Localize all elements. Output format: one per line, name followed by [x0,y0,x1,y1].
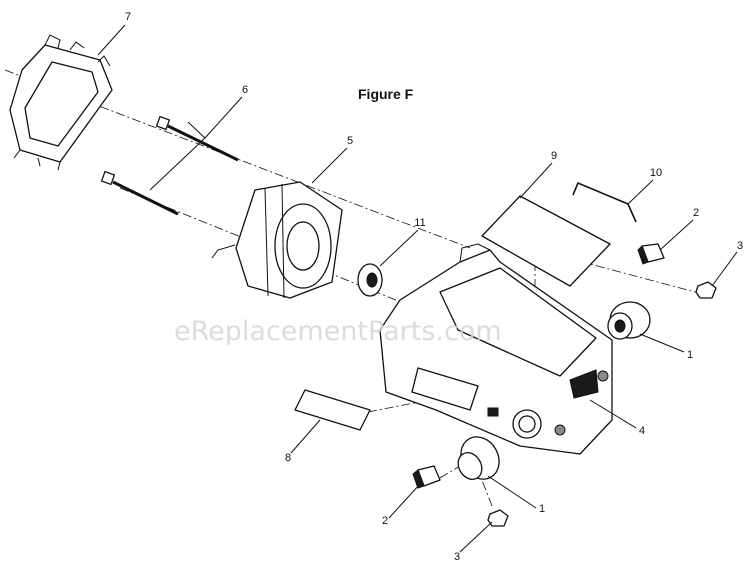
callout-1-lower: 1 [539,503,545,515]
callout-7: 7 [125,11,131,23]
callout-6: 6 [242,84,248,96]
motor-housing-part [379,243,613,455]
callout-5: 5 [347,135,353,147]
callout-labels: 7 6 5 11 9 10 2 3 1 4 8 1 2 3 [125,11,743,563]
callout-8: 8 [285,452,291,464]
callout-9: 9 [551,150,557,162]
cap-lower-part [487,509,509,527]
callout-10: 10 [650,167,662,179]
callout-3-upper: 3 [737,240,743,252]
callout-2-lower: 2 [382,515,388,527]
label-plate-part [294,389,371,431]
brush-holder-lower-part [457,436,500,480]
callout-11: 11 [414,217,425,229]
cap-upper-part [695,281,717,299]
callout-1-upper: 1 [687,349,693,361]
stator-part [211,181,343,299]
fan-baffle-part [9,34,113,171]
center-lines [4,69,711,507]
brush-holder-upper-part [607,301,651,340]
leader-lines [97,24,738,553]
plate-part [481,195,611,287]
through-bolts-part [100,115,239,216]
brush-lower-part [412,465,441,489]
callout-3-lower: 3 [454,551,460,563]
callout-2-upper: 2 [693,207,699,219]
callout-4: 4 [639,425,645,437]
brush-upper-part [637,243,665,265]
bearing-part [357,263,383,297]
wire-clip-part [572,181,637,223]
figure-title: Figure F [358,86,414,102]
watermark-text: eReplacementParts.com [174,316,502,347]
